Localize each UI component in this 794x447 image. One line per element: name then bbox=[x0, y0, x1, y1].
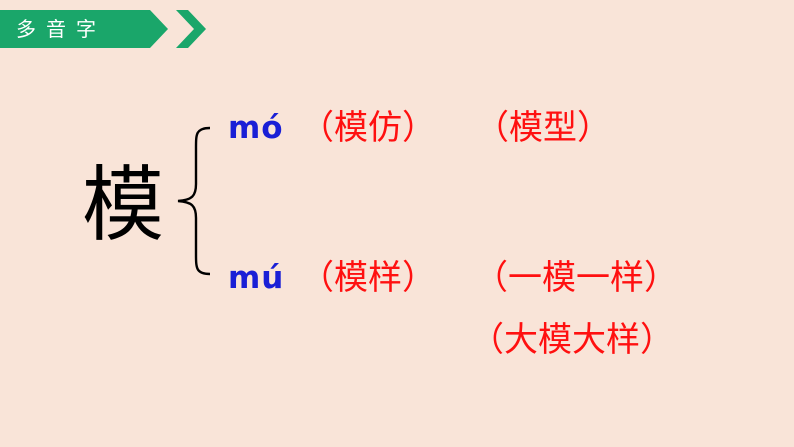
word-moxing: （模型） bbox=[475, 108, 611, 148]
header-band bbox=[0, 10, 215, 48]
curly-brace-icon bbox=[174, 126, 214, 280]
pinyin-reading-1: mó bbox=[228, 110, 284, 146]
word-yimuyiyang: （一模一样） bbox=[474, 258, 678, 298]
section-title: 多音字 bbox=[16, 17, 106, 41]
header-chevron-shape bbox=[0, 10, 206, 48]
word-damudayang: （大模大样） bbox=[470, 320, 674, 360]
word-mofang: （模仿） bbox=[300, 108, 436, 148]
main-character: 模 bbox=[82, 158, 165, 253]
word-muyang: （模样） bbox=[300, 258, 436, 298]
pinyin-reading-2: mú bbox=[228, 260, 285, 296]
